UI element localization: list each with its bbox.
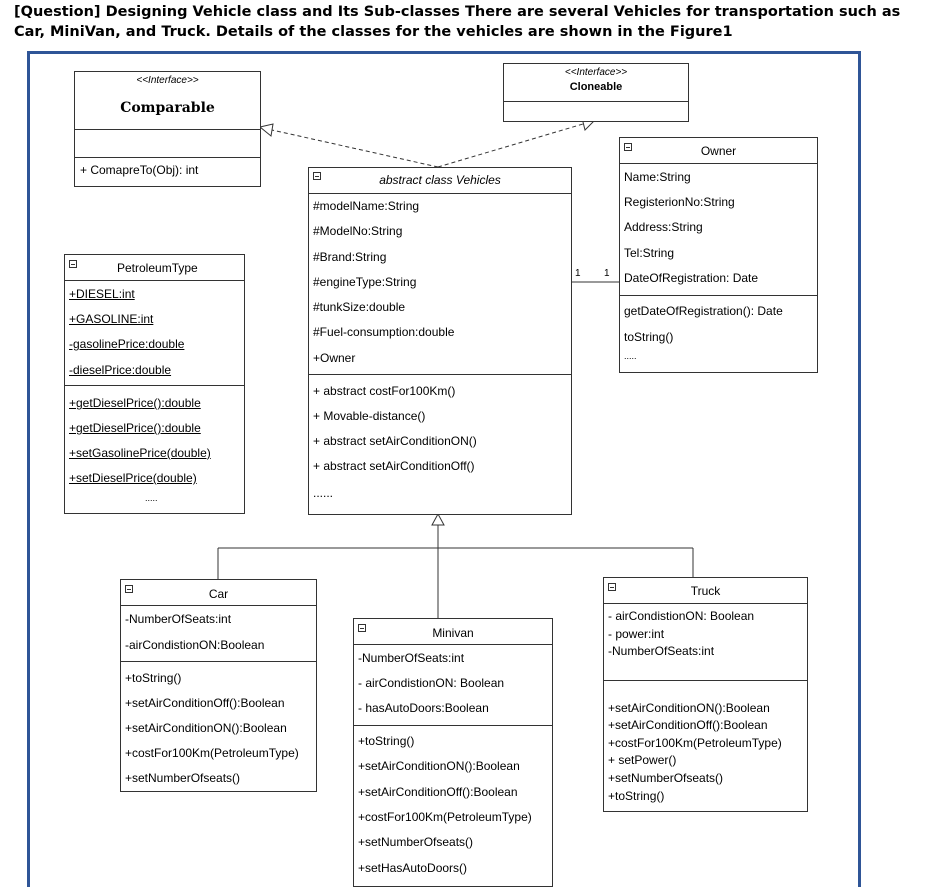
minivan-method: +setHasAutoDoors()	[358, 861, 468, 875]
collapse-icon	[608, 583, 616, 591]
petroleum-method: +setDieselPrice(double)	[69, 471, 197, 485]
truck-method: +costFor100Km(PetroleumType)	[608, 736, 782, 750]
owner-attr: Address:String	[624, 220, 703, 234]
petroleum-attr: -gasolinePrice:double	[69, 337, 185, 351]
vehicles-attr: #engineType:String	[313, 275, 417, 289]
collapse-icon	[125, 585, 133, 593]
question-text: [Question] Designing Vehicle class and I…	[14, 4, 901, 40]
vehicles-attr: #tunkSize:double	[313, 300, 406, 314]
vehicles-attr: #ModelNo:String	[313, 224, 403, 238]
truck-attr: - airCondistionON: Boolean	[608, 609, 755, 623]
realization-comparable-line	[271, 129, 439, 168]
vehicles-attr: #modelName:String	[313, 199, 420, 213]
collapse-icon	[624, 143, 632, 151]
car-method: +setAirConditionON():Boolean	[125, 721, 287, 735]
assoc-mult-right: 1	[604, 268, 610, 279]
petroleum-name: PetroleumType	[117, 261, 198, 275]
vehicles-class: abstract class Vehicles #modelName:Strin…	[308, 167, 572, 515]
petroleum-attr: +DIESEL:int	[69, 287, 135, 301]
minivan-attr: - airCondistionON: Boolean	[358, 676, 505, 690]
collapse-icon	[358, 624, 366, 632]
minivan-method: +setAirConditionON():Boolean	[358, 759, 520, 773]
petroleum-method: .....	[145, 493, 158, 503]
petroleum-method: +getDieselPrice():double	[69, 421, 201, 435]
owner-method: getDateOfRegistration(): Date	[624, 304, 783, 318]
owner-attr: DateOfRegistration: Date	[624, 271, 759, 285]
petroleum-method: +getDieselPrice():double	[69, 396, 201, 410]
minivan-method: +setAirConditionOff():Boolean	[358, 785, 518, 799]
vehicles-attr: #Fuel-consumption:double	[313, 325, 455, 339]
petroleum-type-class: PetroleumType +DIESEL:int +GASOLINE:int …	[64, 254, 245, 514]
truck-attr: - power:int	[608, 627, 665, 641]
truck-method: +setAirConditionOff():Boolean	[608, 718, 768, 732]
vehicles-method: ......	[313, 486, 334, 500]
figure-frame	[27, 51, 861, 887]
truck-attr: -NumberOfSeats:int	[608, 644, 715, 658]
truck-name: Truck	[690, 584, 721, 598]
truck-method: + setPower()	[608, 753, 677, 767]
cloneable-interface: <<Interface>> Cloneable	[503, 63, 689, 122]
comparable-interface: <<Interface>> Comparable + ComapreTo(Obj…	[74, 71, 261, 187]
vehicles-attr: #Brand:String	[313, 250, 387, 264]
owner-attr: RegisterionNo:String	[624, 195, 735, 209]
realization-comparable-arrow	[258, 123, 274, 137]
minivan-attr: -NumberOfSeats:int	[358, 651, 465, 665]
minivan-name: Minivan	[432, 626, 474, 640]
petroleum-method: +setGasolinePrice(double)	[69, 446, 211, 460]
owner-attr: Name:String	[624, 170, 691, 184]
car-attr: -NumberOfSeats:int	[125, 612, 232, 626]
car-name: Car	[208, 587, 229, 601]
comparable-method: + ComapreTo(Obj): int	[80, 163, 199, 177]
minivan-method: +setNumberOfseats()	[358, 835, 474, 849]
car-attr: -airCondistionON:Boolean	[125, 638, 265, 652]
car-method: +setAirConditionOff():Boolean	[125, 696, 285, 710]
realization-cloneable-line	[437, 123, 584, 168]
minivan-method: +costFor100Km(PetroleumType)	[358, 810, 532, 824]
truck-method: +setNumberOfseats()	[608, 771, 724, 785]
generalization-arrow	[431, 512, 445, 526]
petroleum-attr: -dieselPrice:double	[69, 363, 172, 377]
minivan-class: Minivan -NumberOfSeats:int - airCondisti…	[353, 618, 553, 887]
vehicles-method: + abstract costFor100Km()	[313, 384, 456, 398]
truck-method: +toString()	[608, 789, 665, 803]
vehicles-method: + abstract setAirConditionOff()	[313, 459, 475, 473]
car-method: +toString()	[125, 671, 182, 685]
owner-class: Owner Name:String RegisterionNo:String A…	[619, 137, 818, 373]
owner-method: .....	[624, 351, 637, 361]
car-method: +costFor100Km(PetroleumType)	[125, 746, 299, 760]
car-method: +setNumberOfseats()	[125, 771, 241, 785]
minivan-method: +toString()	[358, 734, 415, 748]
owner-method: toString()	[624, 330, 674, 344]
collapse-icon	[313, 172, 321, 180]
vehicles-attr: +Owner	[313, 351, 356, 365]
cloneable-stereotype: <<Interface>>	[564, 67, 628, 78]
minivan-attr: - hasAutoDoors:Boolean	[358, 701, 489, 715]
comparable-stereotype: <<Interface>>	[136, 75, 199, 86]
owner-name: Owner	[700, 144, 737, 158]
vehicles-method: + Movable-distance()	[313, 409, 426, 423]
vehicles-name: abstract class Vehicles	[379, 173, 501, 187]
truck-method: +setAirConditionON():Boolean	[608, 701, 770, 715]
vehicles-method: + abstract setAirConditionON()	[313, 434, 477, 448]
owner-attr: Tel:String	[624, 246, 675, 260]
assoc-mult-left: 1	[575, 268, 581, 279]
petroleum-attr: +GASOLINE:int	[69, 312, 154, 326]
truck-class: Truck - airCondistionON: Boolean - power…	[603, 577, 808, 812]
car-class: Car -NumberOfSeats:int -airCondistionON:…	[120, 579, 317, 792]
collapse-icon	[69, 260, 77, 268]
comparable-name: Comparable	[120, 100, 215, 116]
cloneable-name: Cloneable	[569, 81, 623, 93]
